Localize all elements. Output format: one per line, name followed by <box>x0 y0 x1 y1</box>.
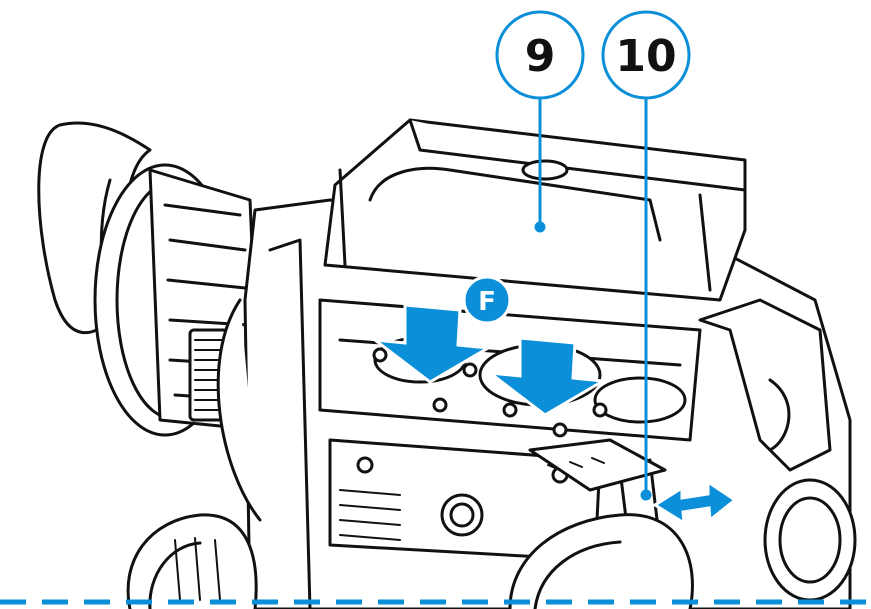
callout-10-label: 10 <box>615 31 676 82</box>
callout-9: 9 <box>495 10 585 100</box>
arrow-down-icon <box>484 336 608 417</box>
adjustment-knob <box>126 513 258 609</box>
arrow-down-icon <box>369 303 493 384</box>
battery-pack <box>323 118 747 302</box>
step-marker-label: F <box>478 287 496 317</box>
right-side-bracket <box>698 298 857 602</box>
callout-9-label: 9 <box>525 31 556 82</box>
leader-lines <box>534 96 652 501</box>
front-lens <box>508 513 694 609</box>
leader-dot-9 <box>534 221 546 233</box>
step-marker: F <box>462 275 512 325</box>
insert-arrows <box>369 303 608 417</box>
lower-panel <box>328 438 602 562</box>
double-arrow-horizontal-icon <box>652 479 738 526</box>
leader-dot-10 <box>640 489 652 501</box>
callout-10: 10 <box>601 10 691 100</box>
